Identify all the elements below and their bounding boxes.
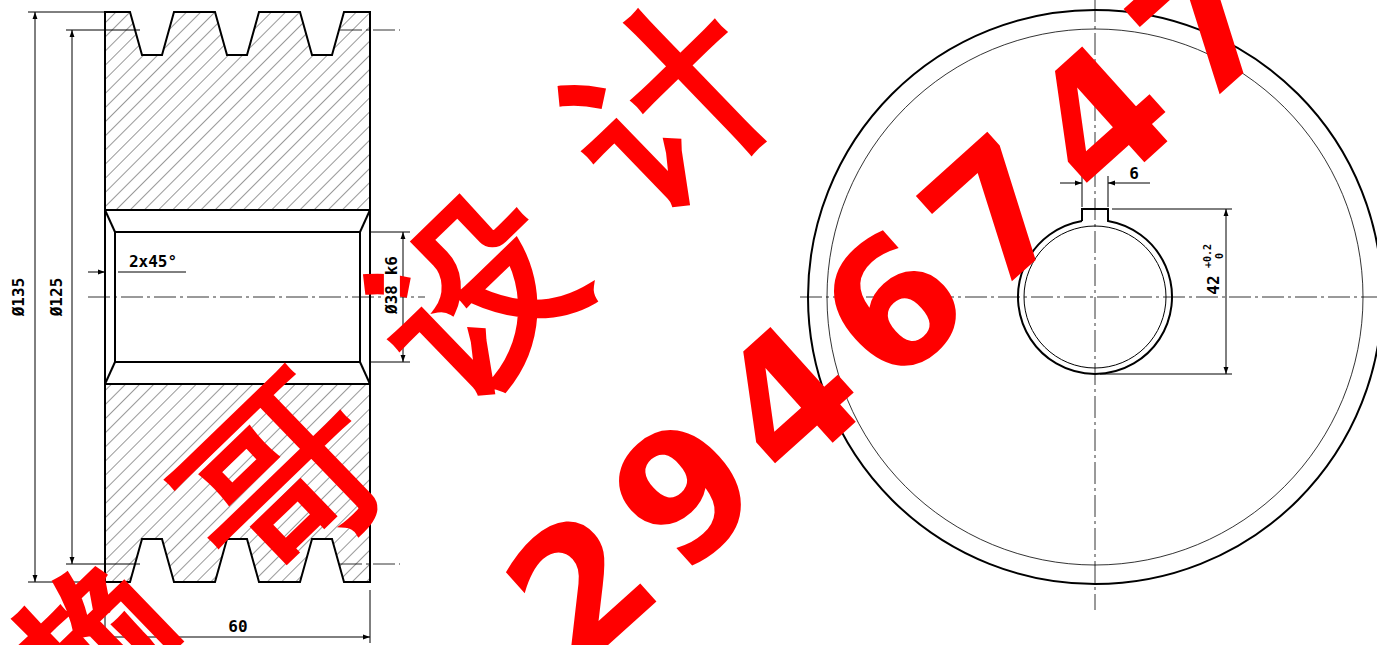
dimension-text: Ø135 <box>11 277 27 318</box>
dimension-text: 60 <box>227 619 248 635</box>
dimension-text: 6 <box>1128 166 1140 182</box>
dimension-text: Ø38 k6 <box>384 255 400 315</box>
dimension-text: 2x45° <box>128 254 178 270</box>
section-upper <box>105 12 370 210</box>
tolerance-text: 0 <box>1215 252 1225 260</box>
dimension-text: Ø125 <box>49 277 65 318</box>
tolerance-text: +0.2 <box>1203 243 1213 269</box>
dimension-text: 42 <box>1206 274 1222 295</box>
